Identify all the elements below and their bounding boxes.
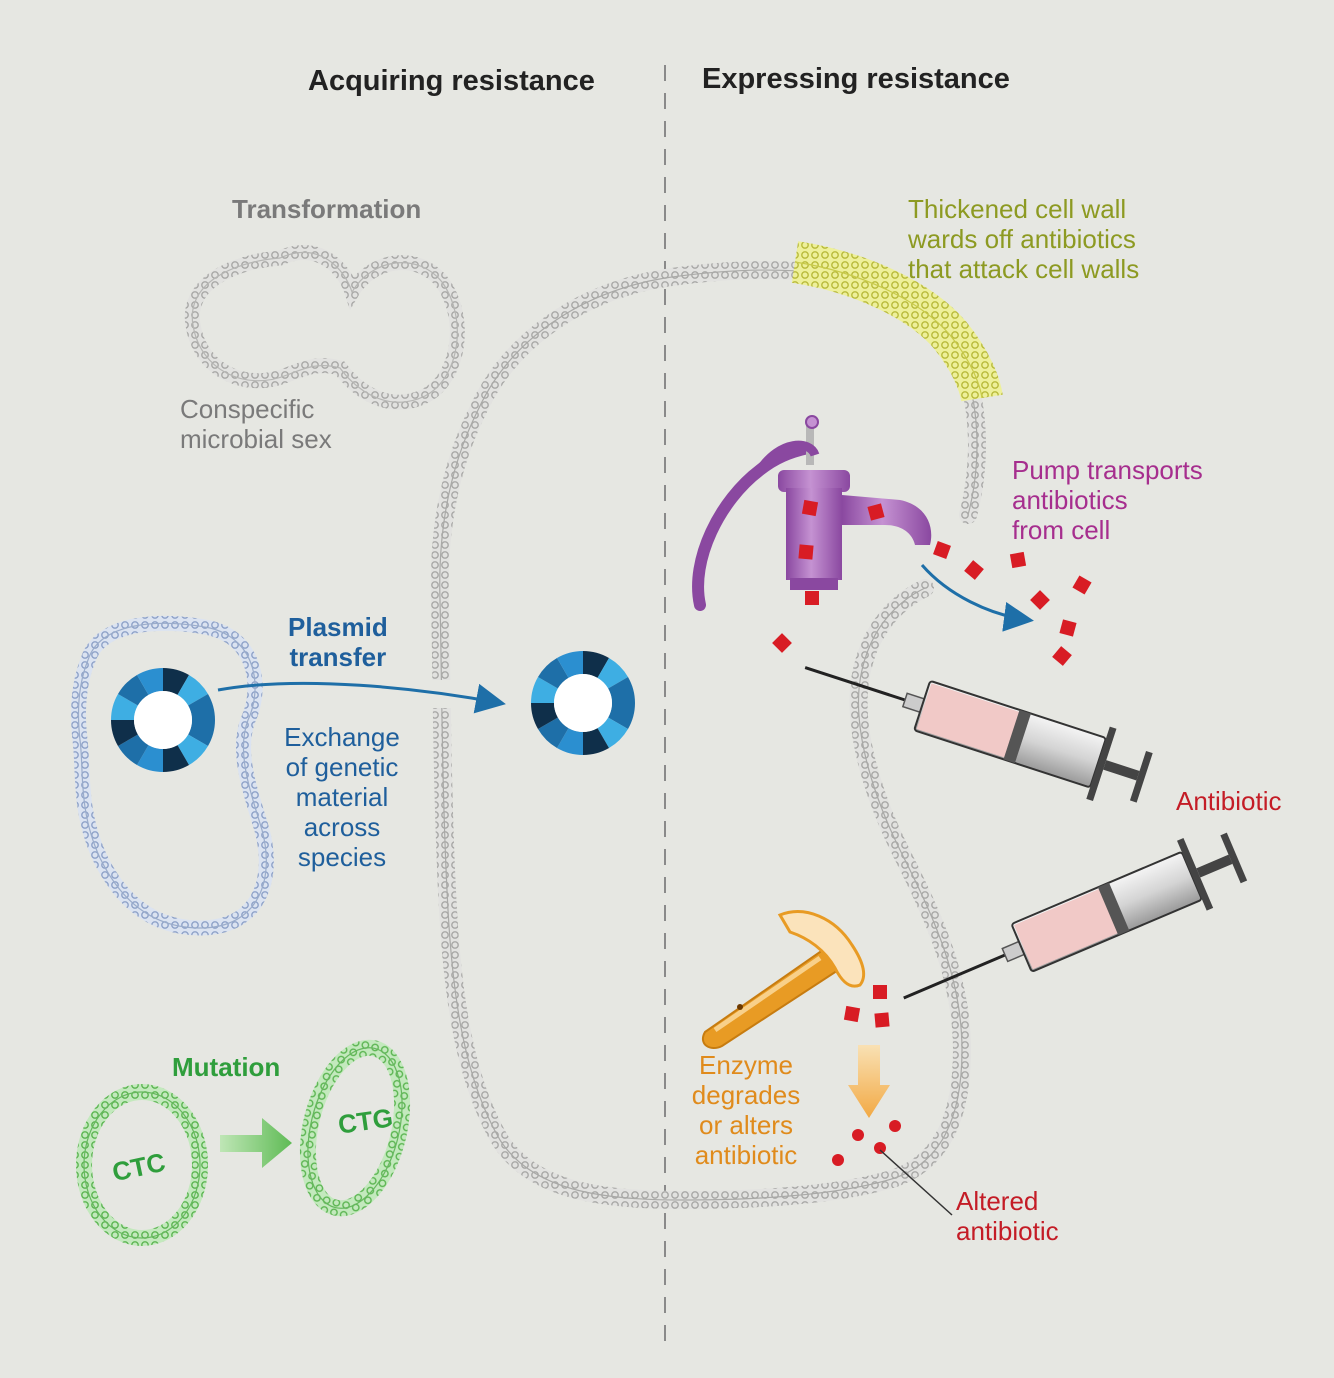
antibiotic-molecule (805, 591, 819, 605)
antibiotic-molecule (1059, 619, 1077, 637)
degradation-arrow-icon (848, 1045, 890, 1118)
plasmid-segment (118, 734, 149, 765)
antibiotic-molecule (873, 985, 887, 999)
water-pump-icon (692, 415, 932, 611)
plasmid-segment (583, 728, 609, 755)
transformation-title: Transformation (232, 194, 422, 224)
antibiotic-molecule (1030, 590, 1050, 610)
antibiotic-molecule (867, 503, 885, 521)
plasmid-segment (163, 668, 189, 695)
plasmid-core (134, 691, 192, 749)
antibiotic-molecule (843, 1005, 861, 1023)
antibiotic-molecule (1009, 551, 1027, 569)
header-acquiring: Acquiring resistance (308, 65, 595, 97)
syringe-icon (903, 832, 1248, 1000)
mutation-title: Mutation (172, 1052, 281, 1082)
donor-plasmid (111, 668, 215, 772)
thickened-cell-wall (791, 241, 1003, 402)
plasmid-segment (557, 728, 583, 755)
plasmid-transfer-arrow-icon (217, 681, 506, 714)
syringe-icon (804, 666, 1153, 803)
antibiotic-molecule (874, 1012, 890, 1028)
plasmid-segment (538, 658, 569, 689)
altered-pointer-line (879, 1149, 953, 1216)
plasmid-title: Plasmid transfer (288, 612, 388, 672)
plasmid-segment (597, 717, 628, 748)
mutation-arrow-icon (220, 1118, 292, 1168)
donor-cell-membrane (70, 615, 274, 936)
antibiotic-molecule (1072, 575, 1092, 595)
plasmid-segment (163, 745, 189, 772)
plasmid-core (554, 674, 612, 732)
transformation-membrane (184, 245, 465, 410)
antibiotic-molecule (964, 560, 984, 580)
bacterial-cell-membrane (425, 261, 986, 1210)
plasmid-segment (188, 720, 215, 746)
antibiotic-label: Antibiotic (1176, 786, 1282, 816)
antibiotic-molecule (1052, 646, 1072, 666)
plasmid-segment (111, 694, 138, 720)
header-expressing: Expressing resistance (702, 63, 1010, 95)
pump-caption: Pump transports antibiotics from cell (1012, 455, 1203, 545)
plasmid-caption: Exchange of genetic material across spec… (284, 722, 400, 872)
plasmid-segment (538, 717, 569, 748)
received-plasmid (531, 651, 635, 755)
enzyme-caption: Enzyme degrades or alters antibiotic (691, 1050, 801, 1170)
mutation-cell-before (76, 1084, 208, 1246)
antibiotic-molecule (772, 633, 792, 653)
antibiotic-molecule (801, 499, 819, 517)
antibiotic-molecule (798, 544, 814, 560)
plasmid-segment (608, 677, 635, 703)
plasmid-segment (557, 651, 583, 678)
plasmid-segment (188, 694, 215, 720)
plasmid-segment (608, 703, 635, 729)
plasmid-segment (531, 677, 558, 703)
antibiotic-molecule (933, 541, 951, 559)
mutation-cell-after (299, 1039, 411, 1217)
plasmid-segment (531, 703, 558, 729)
efflux-arrow-icon (920, 564, 1034, 632)
altered-antibiotic-dots (832, 1120, 901, 1166)
plasmid-segment (177, 734, 208, 765)
transformation-caption: Conspecific microbial sex (180, 394, 332, 454)
plasmid-segment (597, 658, 628, 689)
hammer-icon (702, 910, 866, 1050)
plasmid-segment (118, 675, 149, 706)
plasmid-segment (111, 720, 138, 746)
plasmid-segment (137, 745, 163, 772)
plasmid-segment (177, 675, 208, 706)
plasmid-segment (583, 651, 609, 678)
altered-antibiotic-label: Altered antibiotic (956, 1186, 1059, 1246)
plasmid-segment (137, 668, 163, 695)
cell-wall-caption: Thickened cell wall wards off antibiotic… (908, 194, 1140, 284)
